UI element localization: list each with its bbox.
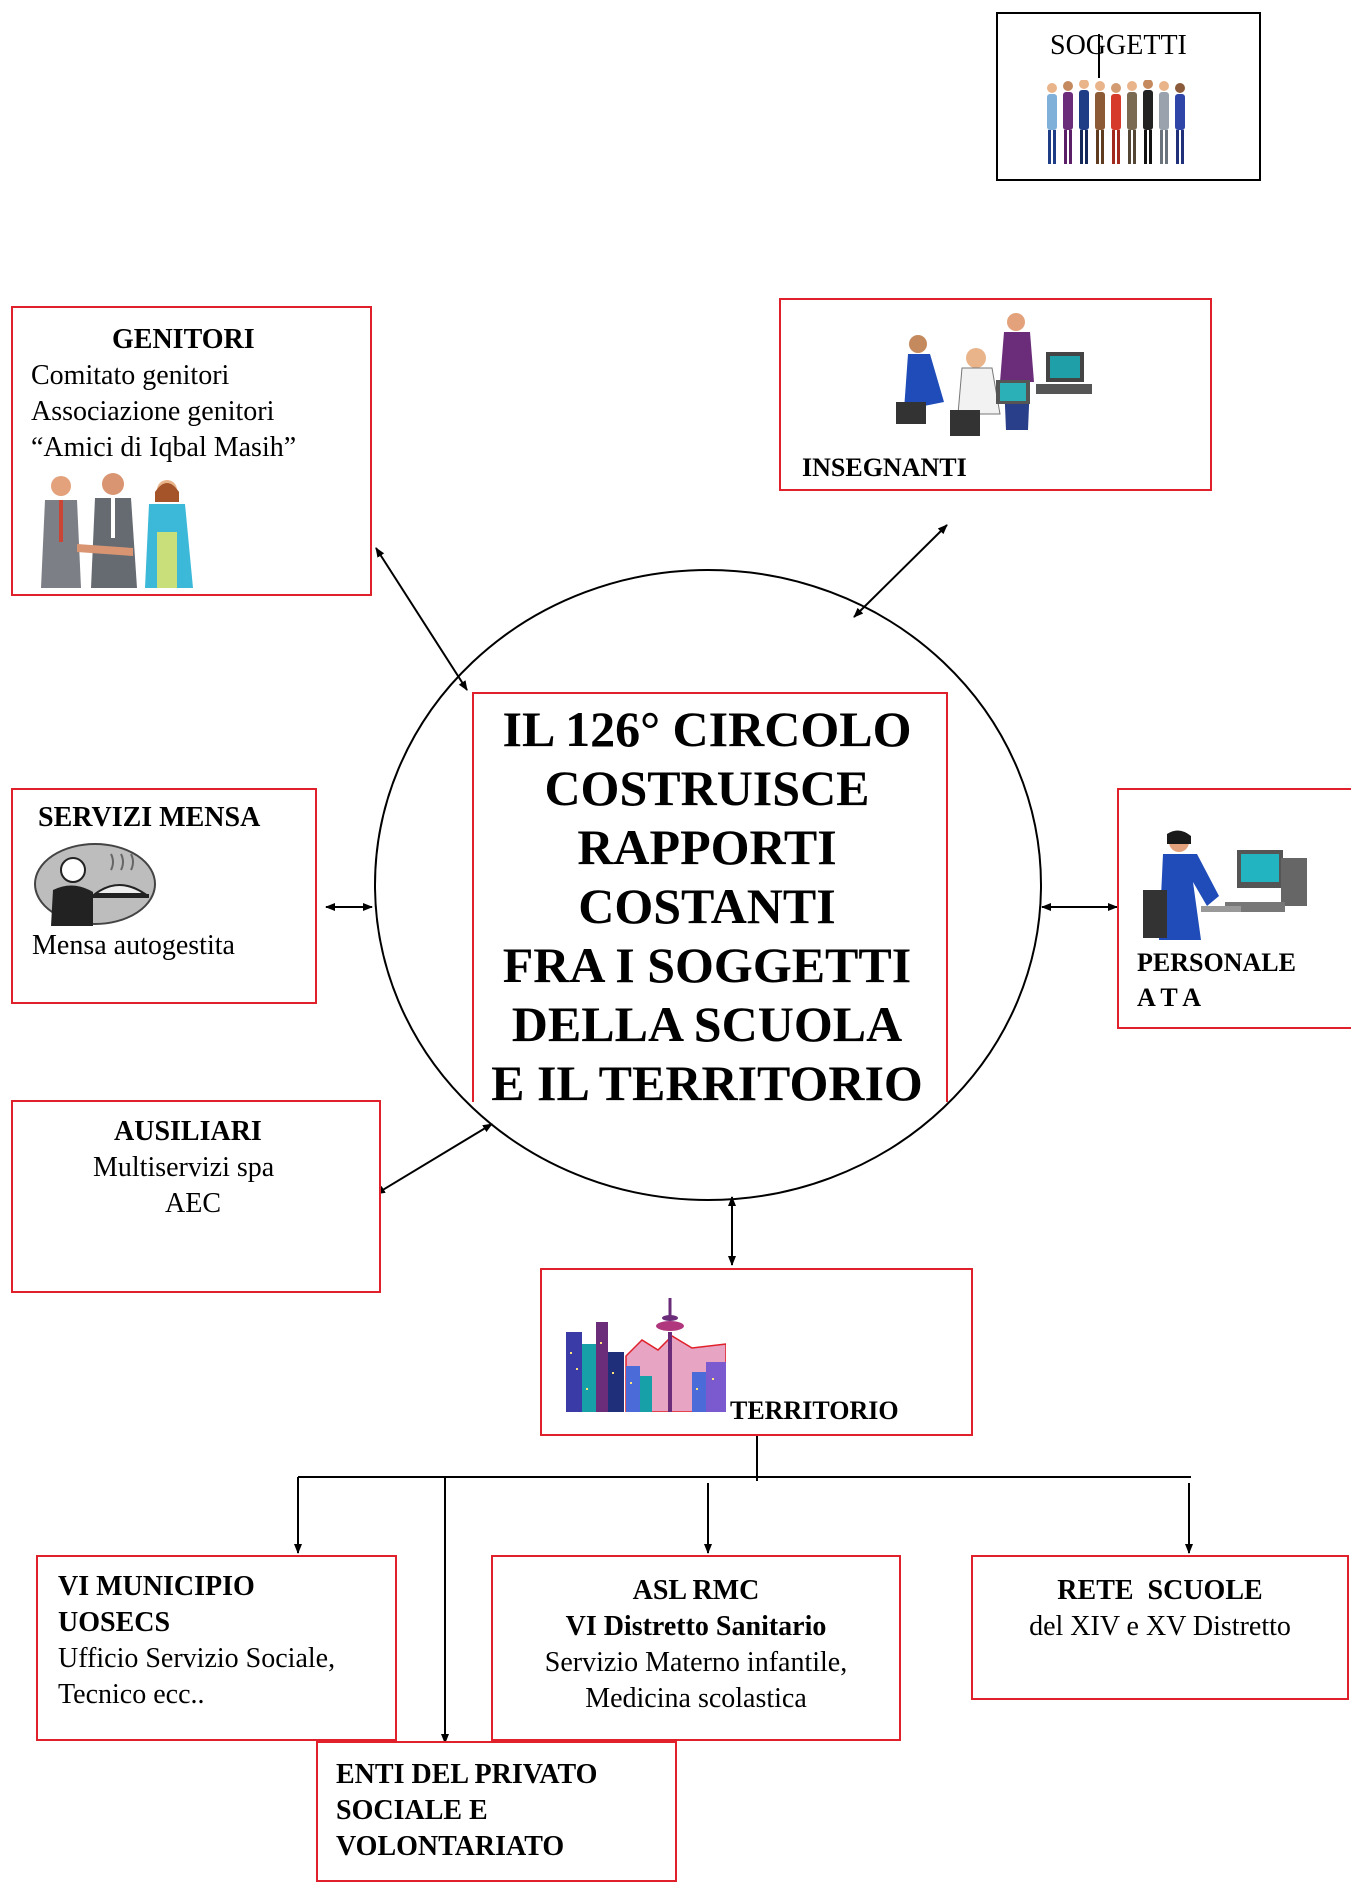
genitori-line-3: “Amici di Iqbal Masih” [31,432,297,463]
city-skyline-icon [566,1298,726,1412]
arrow-ausiliari [375,1123,493,1195]
waiter-dish-icon [34,843,156,926]
center-title: IL 126° CIRCOLO COSTRUISCE RAPPORTI COST… [472,700,942,1113]
ausiliari-line-1: Multiservizi spa [93,1152,275,1183]
rete-title: RETE SCUOLE [1057,1575,1263,1606]
insegnanti-box: INSEGNANTI [779,298,1212,491]
municipio-line-1: Ufficio Servizio Sociale, [58,1643,336,1674]
enti-box: ENTI DEL PRIVATO SOCIALE E VOLONTARIATO [316,1741,677,1882]
personale-title-1: PERSONALE [1137,948,1296,977]
enti-line-2: SOCIALE E [336,1795,488,1826]
insegnanti-title: INSEGNANTI [802,453,967,482]
asl-text: ASL RMC VI Distretto Sanitario Servizio … [493,1573,899,1717]
legend-box: SOGGETTI [996,12,1261,181]
legend-tick [1098,34,1100,78]
genitori-line-2: Associazione genitori [31,396,275,427]
rete-box: RETE SCUOLE del XIV e XV Distretto [971,1555,1349,1700]
handshake-people-icon [41,473,193,588]
center-line-7: E IL TERRITORIO [491,1055,923,1111]
ausiliari-box: AUSILIARI Multiservizi spa AEC [11,1100,381,1293]
center-box [472,692,948,1102]
municipio-line-2: Tecnico ecc.. [58,1679,205,1710]
legend-label: SOGGETTI [1050,30,1187,61]
center-line-5: FRA I SOGGETTI [502,937,912,993]
rete-text: RETE SCUOLE del XIV e XV Distretto [973,1573,1347,1645]
office-worker-computer-icon [1143,830,1307,940]
territorio-box: TERRITORIO [540,1268,973,1436]
teachers-computers-icon [896,313,1092,436]
municipio-title-2: UOSECS [58,1607,171,1638]
center-line-6: DELLA SCUOLA [511,996,903,1052]
personale-box: PERSONALE A T A [1117,788,1351,1029]
asl-line-1: Servizio Materno infantile, [544,1647,848,1678]
ausiliari-title: AUSILIARI [114,1116,262,1147]
center-line-3: RAPPORTI [577,819,837,875]
genitori-box: GENITORI Comitato genitori Associazione … [11,306,372,596]
rete-line: del XIV e XV Distretto [1029,1611,1291,1642]
genitori-title: GENITORI [112,324,255,355]
center-line-2: COSTRUISCE [544,760,870,816]
asl-box: ASL RMC VI Distretto Sanitario Servizio … [491,1555,901,1741]
ausiliari-line-2: AEC [165,1188,221,1219]
people-group-icon [1047,80,1185,164]
arrow-insegnanti [853,524,948,618]
center-line-1: IL 126° CIRCOLO [502,701,912,757]
territorio-title: TERRITORIO [730,1396,899,1425]
asl-line-2: Medicina scolastica [585,1683,807,1714]
personale-title-2: A T A [1137,983,1202,1012]
asl-title-1: ASL RMC [632,1575,760,1606]
center-ellipse [374,569,1042,1201]
enti-line-1: ENTI DEL PRIVATO [336,1759,598,1790]
enti-line-3: VOLONTARIATO [336,1831,565,1862]
servizi-mensa-title: SERVIZI MENSA [38,802,261,833]
servizi-mensa-line: Mensa autogestita [32,930,235,961]
municipio-box: VI MUNICIPIO UOSECS Ufficio Servizio Soc… [36,1555,397,1741]
arrow-genitori [375,547,468,691]
municipio-title-1: VI MUNICIPIO [58,1571,255,1602]
center-line-4: COSTANTI [578,878,836,934]
asl-title-2: VI Distretto Sanitario [565,1611,827,1642]
genitori-line-1: Comitato genitori [31,360,230,391]
servizi-mensa-box: SERVIZI MENSA Mensa autogestita [11,788,317,1004]
